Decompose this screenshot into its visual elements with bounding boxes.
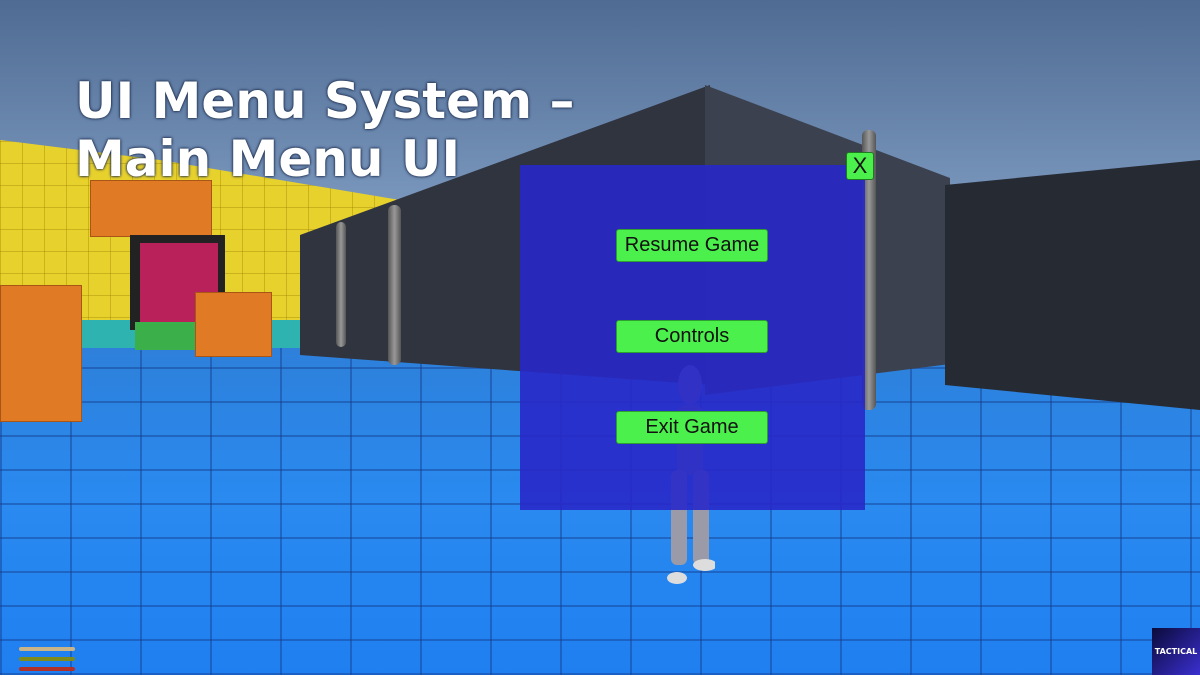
hud-bar-1 (19, 647, 75, 651)
pillar (336, 222, 346, 347)
green-crate (135, 322, 195, 350)
hud-bars (19, 647, 75, 677)
overlay-title: UI Menu System – Main Menu UI (75, 72, 575, 188)
hud-bar-3 (19, 667, 75, 671)
pillar (862, 130, 876, 410)
title-line-2: Main Menu UI (75, 130, 461, 188)
maze-wall (945, 160, 1200, 410)
exit-game-button[interactable]: Exit Game (616, 411, 768, 444)
crate (90, 180, 212, 237)
channel-logo: TACTICAL (1152, 628, 1200, 675)
crate (0, 285, 82, 422)
pillar (388, 205, 401, 365)
hud-bar-1-fill (19, 647, 75, 651)
controls-button[interactable]: Controls (616, 320, 768, 353)
hud-bar-3-fill (19, 667, 75, 671)
close-button[interactable]: X (846, 152, 874, 180)
resume-game-button[interactable]: Resume Game (616, 229, 768, 262)
hud-bar-2 (19, 657, 75, 661)
crate (195, 292, 272, 357)
logo-text: TACTICAL (1154, 647, 1198, 656)
hud-bar-2-fill (19, 657, 75, 661)
title-line-1: UI Menu System – (75, 72, 575, 130)
main-menu-panel: Resume Game Controls Exit Game (520, 165, 865, 510)
